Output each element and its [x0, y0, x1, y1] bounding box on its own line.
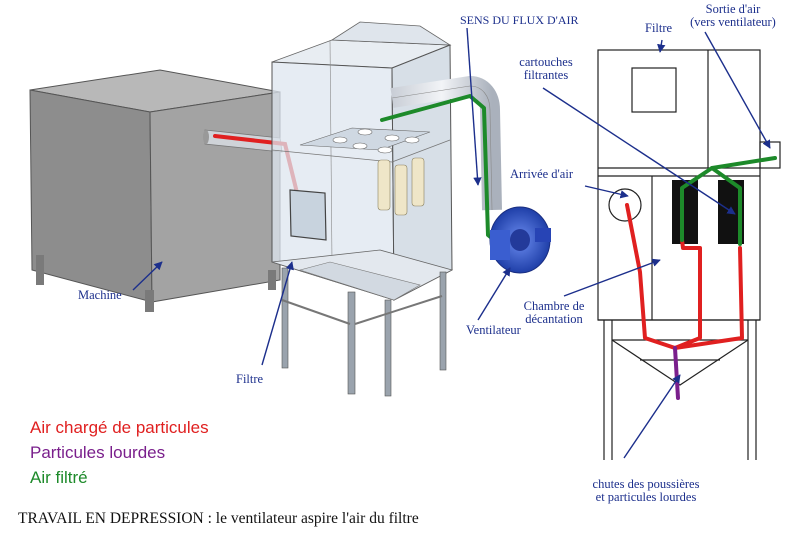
label-arrivee: Arrivée d'air [510, 167, 573, 181]
schematic-filter [597, 49, 781, 460]
leader-arrows [132, 27, 771, 459]
label-machine: Machine [78, 288, 122, 302]
caption: TRAVAIL EN DEPRESSION : le ventilateur a… [18, 510, 419, 527]
label-sens-flux: SENS DU FLUX D'AIR [460, 13, 579, 27]
label-sortie-line1: Sortie d'air [705, 2, 761, 16]
label-chambre-line1: Chambre de [523, 299, 585, 313]
label-chutes-line2: et particules lourdes [595, 490, 697, 504]
label-cartouches-line2: filtrantes [523, 68, 569, 82]
heavy-particles-flow [673, 346, 680, 400]
legend-dirty-air: Air chargé de particules [30, 418, 209, 437]
filtered-air-flow-exit [710, 156, 777, 170]
cartridge-1 [672, 180, 698, 244]
label-ventilateur: Ventilateur [466, 323, 521, 337]
label-filtre-right: Filtre [645, 21, 673, 35]
legend-filtered-air: Air filtré [30, 468, 88, 487]
label-chambre-line2: décantation [525, 312, 583, 326]
dirty-air-flow-right [625, 203, 702, 350]
label-sortie-line2: (vers ventilateur) [690, 15, 776, 29]
machine-box [29, 69, 281, 312]
label-filtre-left: Filtre [236, 372, 264, 386]
left-filter-unit [271, 21, 454, 397]
label-sortie: Sortie d'air (vers ventilateur) [683, 3, 783, 29]
label-cartouches-line1: cartouches [519, 55, 573, 69]
air-inlet-circle [608, 188, 642, 222]
dirty-air-flow-right-b [673, 246, 744, 350]
label-chutes: chutes des poussières et particules lour… [578, 478, 714, 504]
label-cartouches: cartouches filtrantes [508, 56, 584, 82]
label-chutes-line1: chutes des poussières [592, 477, 700, 491]
label-chambre: Chambre de décantation [516, 300, 592, 326]
fan [489, 206, 551, 274]
legend-heavy-particles: Particules lourdes [30, 443, 166, 462]
